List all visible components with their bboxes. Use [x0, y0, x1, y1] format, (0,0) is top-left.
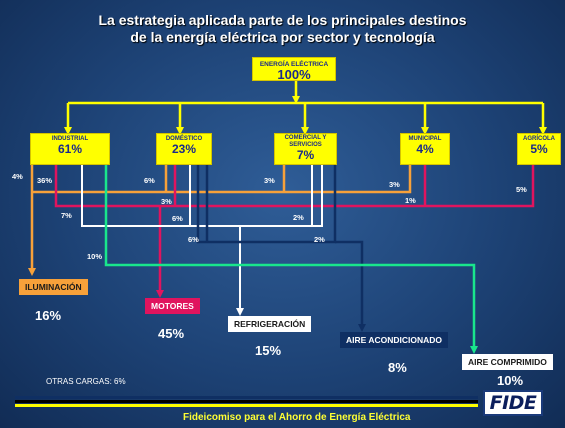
yellow-flows [64, 80, 547, 135]
otras-cargas-label: OTRAS CARGAS: 6% [46, 377, 126, 386]
end-use-iluminacion-value: 16% [35, 308, 62, 323]
energy-label: ENERGÍA ELÉCTRICA [259, 61, 329, 68]
flow-label-agr-5: 5% [516, 185, 527, 194]
sector-box-industrial: INDUSTRIAL 61% [30, 133, 110, 165]
flow-label-ind-7: 7% [61, 211, 72, 220]
flow-label-ind-10: 10% [87, 252, 103, 261]
sector-value: 61% [57, 142, 83, 156]
end-use-refrigeracion-value: 15% [255, 343, 282, 358]
footer-bar-yellow [15, 404, 478, 407]
fide-logo: FIDE [483, 390, 543, 416]
sector-value: 5% [530, 142, 548, 156]
orange-flows [28, 163, 412, 276]
sector-value: 7% [296, 148, 315, 162]
sector-box-comercial: COMERCIAL Y SERVICIOS 7% [274, 133, 337, 165]
flow-label-com-2a: 2% [293, 213, 304, 222]
energy-box: ENERGÍA ELÉCTRICA 100% [252, 57, 336, 81]
navy-flows [196, 165, 366, 332]
flow-label-ind-4: 4% [12, 172, 23, 181]
sector-label: MUNICIPAL [408, 136, 442, 142]
sector-box-agricola: AGRÍCOLA 5% [517, 133, 561, 165]
end-use-motores-value: 45% [158, 326, 185, 341]
footer-text: Fideicomiso para el Ahorro de Energía El… [183, 412, 411, 423]
sector-label: AGRÍCOLA [523, 136, 555, 142]
footer-bar-black [15, 400, 478, 403]
flow-label-dom-6c: 6% [188, 235, 199, 244]
end-use-motores: MOTORES [145, 298, 200, 314]
flow-label-mun-3: 3% [389, 180, 400, 189]
flow-label-com-3: 3% [264, 176, 275, 185]
page-title: La estrategia aplicada parte de los prin… [0, 12, 565, 46]
sector-label: INDUSTRIAL [51, 136, 89, 142]
flow-label-dom-6b: 6% [172, 214, 183, 223]
title-line-1: La estrategia aplicada parte de los prin… [98, 12, 467, 28]
green-flows [104, 165, 478, 354]
flow-label-mun-1: 1% [405, 196, 416, 205]
sector-label: COMERCIAL Y SERVICIOS [284, 135, 327, 148]
flow-label-ind-36: 36% [37, 176, 53, 185]
magenta-flows [54, 163, 535, 298]
sector-box-domestico: DOMÉSTICO 23% [156, 133, 212, 165]
flow-label-dom-3: 3% [161, 197, 172, 206]
white-flows [81, 165, 323, 316]
end-use-aire-acondicionado: AIRE ACONDICIONADO [340, 332, 449, 348]
end-use-aire-comprimido: AIRE COMPRIMIDO [462, 354, 553, 370]
sector-value: 4% [416, 142, 434, 156]
sector-label: DOMÉSTICO [165, 136, 203, 142]
sector-value: 23% [171, 142, 197, 156]
end-use-refrigeracion: REFRIGERACIÓN [228, 316, 312, 332]
title-line-2: de la energía eléctrica por sector y tec… [130, 29, 435, 45]
footer-bar-blue [15, 396, 478, 399]
fide-logo-text: FIDE [489, 392, 537, 414]
end-use-iluminacion: ILUMINACIÓN [19, 279, 88, 295]
flow-label-dom-6a: 6% [144, 176, 155, 185]
end-use-aire-comprimido-value: 10% [497, 373, 524, 388]
end-use-aire-acondicionado-value: 8% [388, 360, 407, 375]
energy-value: 100% [277, 67, 311, 82]
sector-box-municipal: MUNICIPAL 4% [400, 133, 450, 165]
flow-label-com-2b: 2% [314, 235, 325, 244]
